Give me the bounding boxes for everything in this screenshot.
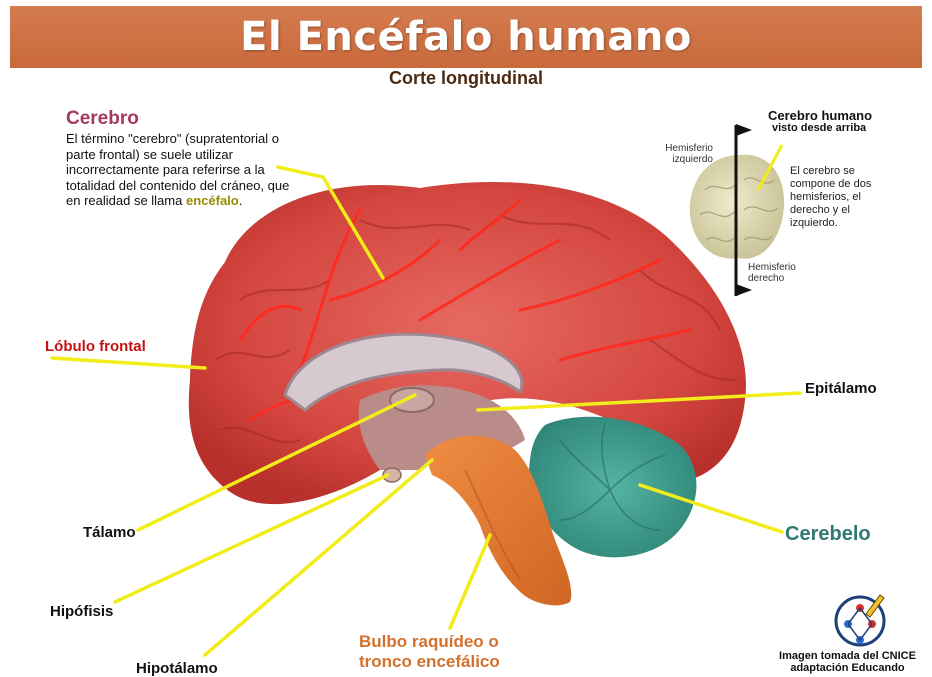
inset-subtitle: visto desde arriba: [772, 122, 867, 134]
pointer-inset: [756, 144, 784, 191]
label-cerebelo: Cerebelo: [785, 523, 871, 545]
inset-description: El cerebro se compone de dos hemisferios…: [790, 165, 872, 229]
pointer-cerebro: [276, 165, 385, 280]
cerebro-description-text: El término "cerebro" (supratentorial o p…: [66, 131, 290, 208]
page-subtitle: Corte longitudinal: [389, 68, 543, 88]
brainstem: [425, 435, 572, 606]
label-hipofisis: Hipófisis: [50, 603, 114, 620]
inset-title: Cerebro humano: [768, 108, 873, 123]
page-title: El Encéfalo humano: [240, 14, 692, 60]
credit-line1: Imagen tomada del CNICE: [779, 650, 916, 662]
educando-logo-icon: [834, 594, 886, 647]
label-bulbo: Bulbo raquídeo o tronco encefálico: [359, 632, 559, 672]
cerebro-title: Cerebro: [66, 108, 139, 129]
cerebro-description: El término "cerebro" (supratentorial o p…: [66, 131, 296, 209]
label-bulbo-line2: tronco encefálico: [359, 652, 500, 671]
pointer-bulbo: [448, 533, 492, 630]
flag-bottom-icon: [736, 284, 752, 296]
pointer-hipotalamo: [203, 458, 434, 657]
title-banner: El Encéfalo humano: [10, 6, 922, 68]
flag-top-icon: [736, 124, 752, 136]
image-credit: Imagen tomada del CNICE adaptación Educa…: [765, 650, 930, 674]
pointer-lobulo-frontal: [50, 356, 207, 370]
label-hemisferio-derecho: Hemisferio derecho: [748, 262, 796, 284]
corpus-callosum: [283, 332, 524, 412]
credit-line2: adaptación Educando: [790, 662, 905, 674]
encefalo-highlight: encéfalo: [185, 193, 239, 208]
label-hipotalamo: Hipotálamo: [136, 660, 218, 677]
cerebro-description-end: .: [238, 193, 243, 208]
pointer-talamo: [136, 393, 417, 532]
label-hemisferio-izquierdo: Hemisferio izquierdo: [665, 143, 713, 165]
label-bulbo-line1: Bulbo raquídeo o: [359, 632, 499, 651]
pointer-hipofisis: [113, 473, 390, 604]
pointer-epitalamo: [476, 391, 802, 412]
pointer-cerebelo: [638, 483, 784, 534]
label-lobulo-frontal: Lóbulo frontal: [45, 338, 146, 355]
label-talamo: Tálamo: [83, 524, 136, 541]
label-epitalamo: Epitálamo: [805, 380, 877, 397]
